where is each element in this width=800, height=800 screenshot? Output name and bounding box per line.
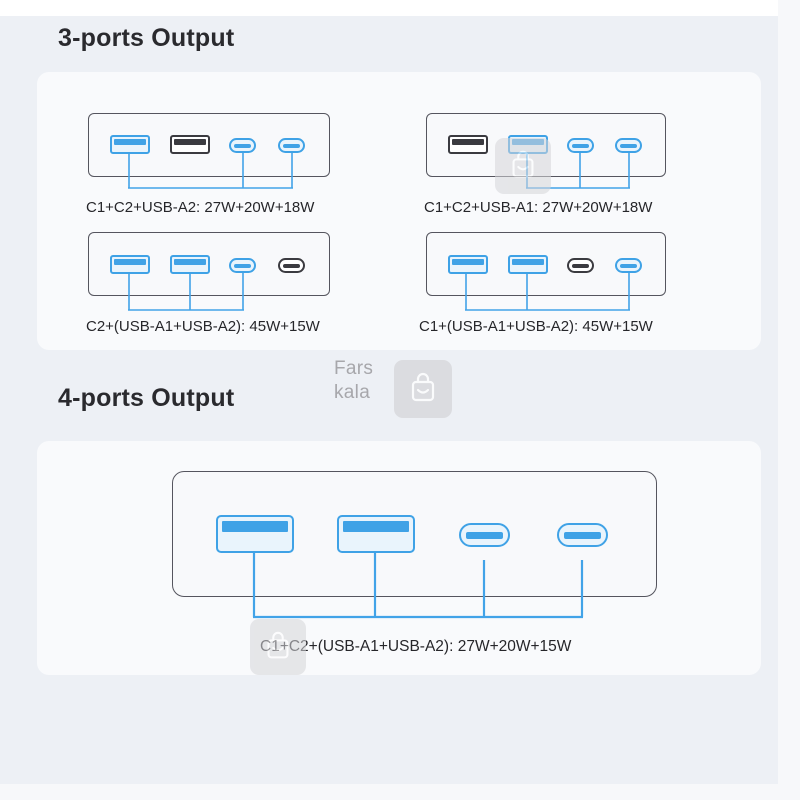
usb-c1-port	[615, 138, 642, 153]
bag-smile-icon	[250, 619, 306, 675]
usb-a1-port	[448, 255, 488, 274]
bag-smile-icon	[394, 360, 452, 418]
usb-a2-port	[170, 135, 210, 154]
bag-smile-icon	[495, 138, 551, 194]
watermark-text: Fars kala	[334, 357, 373, 405]
watermark-line-1: Fars	[334, 358, 374, 379]
usb-a2-port	[170, 255, 210, 274]
bag-smile-icon-glyph	[411, 372, 435, 402]
config-1-caption: C1+C2+USB-A2: 27W+20W+18W	[86, 199, 315, 216]
usb-a1-port	[110, 255, 150, 274]
usb-a2-port	[337, 515, 415, 553]
port-box-config-all	[172, 471, 657, 597]
three-ports-title: 3-ports Output	[58, 24, 235, 52]
watermark-line-2: kala	[334, 382, 371, 403]
config-3-caption: C2+(USB-A1+USB-A2): 45W+15W	[86, 318, 320, 335]
usb-a2-port	[508, 255, 548, 274]
usb-a1-port	[448, 135, 488, 154]
bag-smile-icon-glyph	[267, 631, 289, 659]
usb-c1-port	[278, 138, 305, 153]
bottom-strip	[0, 784, 800, 800]
top-strip	[0, 0, 800, 16]
port-box-config-1	[88, 113, 330, 177]
four-ports-title: 4-ports Output	[58, 384, 235, 412]
port-box-config-4	[426, 232, 666, 296]
bag-smile-icon-glyph	[512, 150, 534, 178]
usb-c2-port	[567, 138, 594, 153]
usb-c1-port	[557, 523, 608, 547]
usb-c2-port	[229, 258, 256, 273]
config-4-caption: C1+(USB-A1+USB-A2): 45W+15W	[419, 318, 653, 335]
config-2-caption: C1+C2+USB-A1: 27W+20W+18W	[424, 199, 653, 216]
right-edge	[778, 0, 800, 800]
port-box-config-3	[88, 232, 330, 296]
usb-c2-port	[229, 138, 256, 153]
usb-c1-port	[615, 258, 642, 273]
usb-c1-port	[278, 258, 305, 273]
usb-a1-port	[110, 135, 150, 154]
usb-c2-port	[459, 523, 510, 547]
config-all-caption: C1+C2+(USB-A1+USB-A2): 27W+20W+15W	[260, 638, 572, 655]
usb-c2-port	[567, 258, 594, 273]
usb-a1-port	[216, 515, 294, 553]
